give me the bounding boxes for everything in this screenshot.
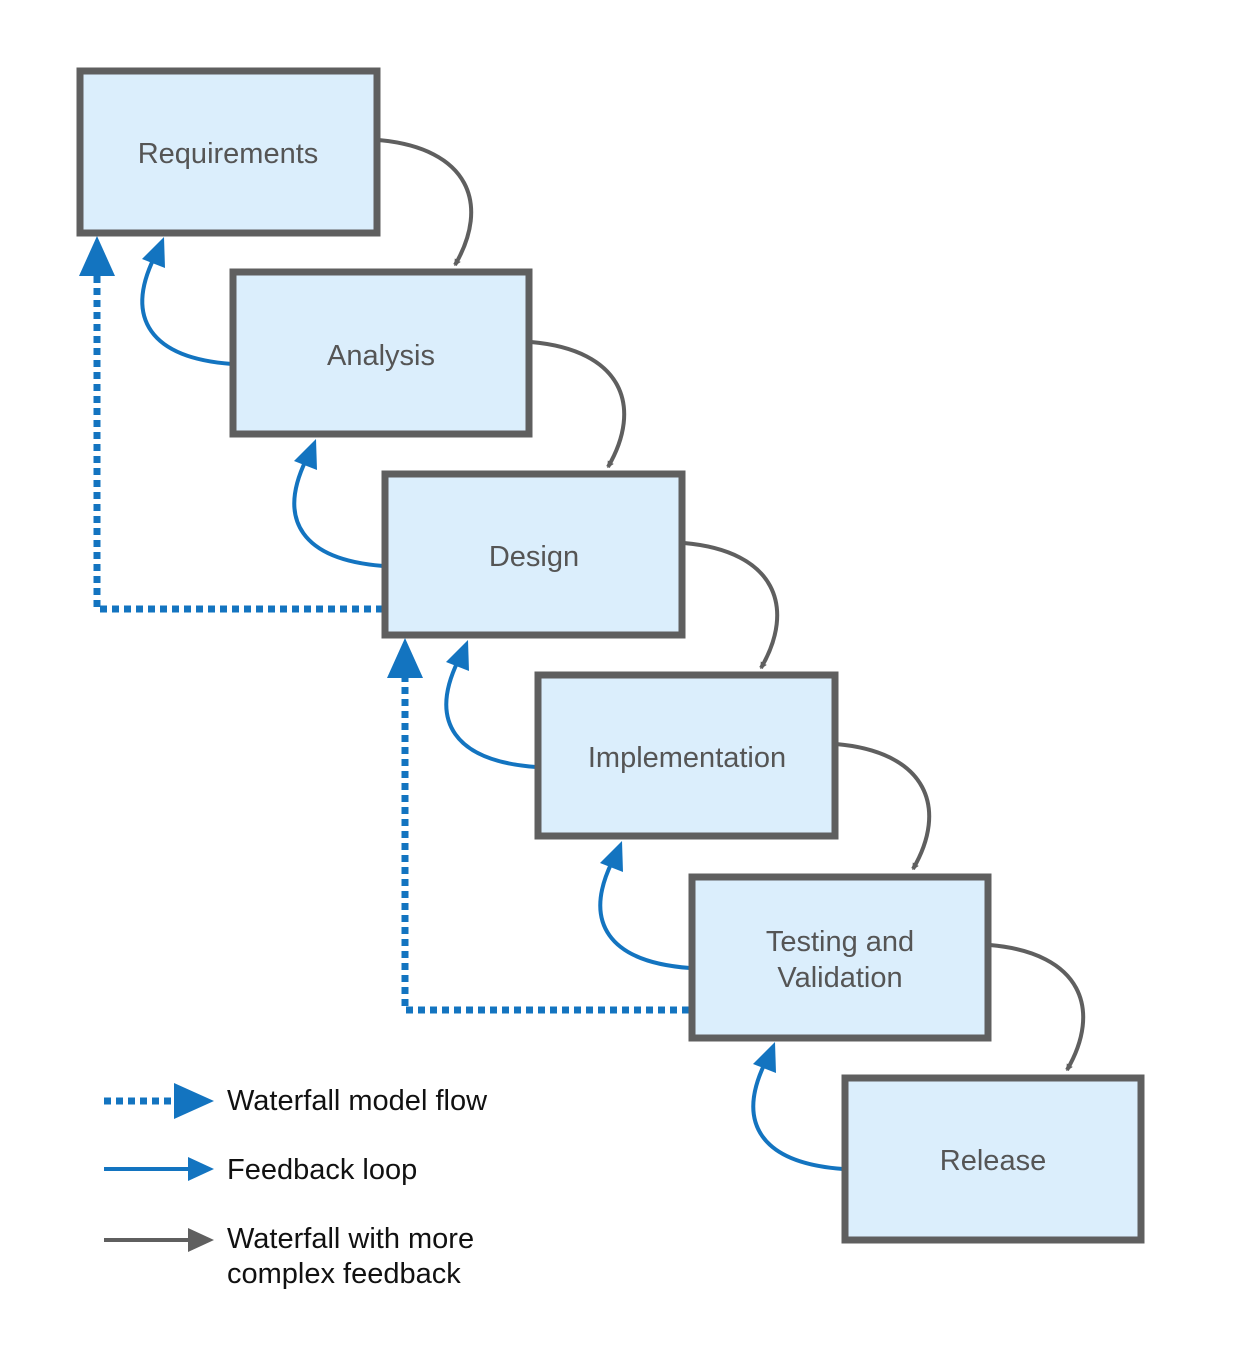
stage-box [841,1074,1145,1244]
flow-testing-to-release [989,943,1086,1072]
legend-item-feedback-loop: Feedback loop [104,1154,417,1186]
feedback-design-to-analysis [292,459,385,568]
dotted-return-design-to-requirements [93,272,383,613]
stage-label-line-2: Validation [777,962,902,994]
stage-label: Release [940,1145,1046,1177]
complex-feedback-lines [377,138,1086,1072]
legend-dotted-arrowhead [174,1083,214,1119]
stage-label: Design [489,541,579,573]
feedback-arrowhead-analysis [294,439,317,470]
dotted-arrowhead-requirements [79,236,115,276]
legend-label-complex-feedback-line-2: complex feedback [227,1258,461,1290]
stage-label: Implementation [588,742,786,774]
dotted-return-testing-to-design [401,676,689,1014]
stage-implementation: Implementation [534,671,839,840]
legend-label-complex-feedback-line-1: Waterfall with more [227,1223,474,1255]
legend-item-waterfall-model-flow: Waterfall model flow [104,1083,488,1119]
legend-label-waterfall-model-flow: Waterfall model flow [227,1085,488,1117]
stage-release: Release [841,1074,1145,1244]
stage-label-line-1: Testing and [766,926,914,958]
flow-requirements-to-analysis [377,138,474,267]
stage-label: Analysis [327,340,435,372]
stage-testing-and-validation: Testing and Validation [688,873,992,1042]
feedback-testing-to-implementation [598,861,691,970]
feedback-arrowhead-implementation [600,841,623,872]
waterfall-model-flow-lines [79,236,689,1014]
legend-gray-arrowhead [188,1228,214,1252]
feedback-implementation-to-design [444,660,537,769]
legend: Waterfall model flow Feedback loop Water… [104,1083,488,1290]
flow-design-to-implementation [683,541,780,670]
stage-box [76,67,381,237]
feedback-analysis-to-requirements [140,257,233,366]
stage-box [229,268,533,438]
flow-analysis-to-design [530,340,627,469]
stage-box [381,470,686,639]
legend-label-feedback-loop: Feedback loop [227,1154,417,1186]
feedback-release-to-testing [751,1062,844,1171]
stage-design: Design [381,470,686,639]
feedback-arrowhead-requirements [142,237,165,268]
feedback-arrowhead-design [446,640,469,671]
legend-blue-arrowhead [188,1157,214,1181]
flow-implementation-to-testing [835,742,932,871]
stage-analysis: Analysis [229,268,533,438]
stage-requirements: Requirements [76,67,381,237]
feedback-arrowhead-testing [753,1042,776,1073]
stage-box [534,671,839,840]
stage-label: Requirements [138,138,319,170]
feedback-loop-lines [140,237,844,1171]
dotted-arrowhead-design [387,638,423,678]
stage-box [688,873,992,1042]
legend-item-complex-feedback: Waterfall with more complex feedback [104,1223,474,1290]
